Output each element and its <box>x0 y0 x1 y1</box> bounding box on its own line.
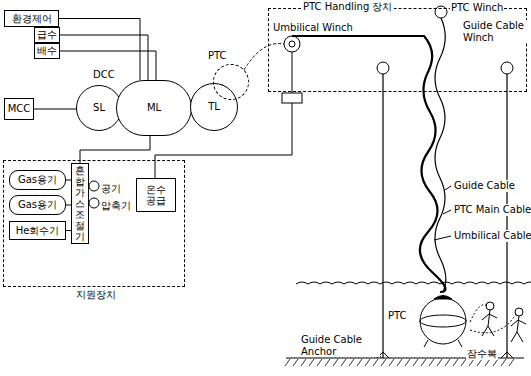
gas-cylinder: Gas용기 <box>9 170 66 190</box>
compressor-symbol <box>89 198 99 208</box>
guide-pulley <box>377 62 389 74</box>
part-label: Guide Cable Winch <box>462 20 528 43</box>
node-text: 급수 <box>37 29 57 41</box>
connector <box>60 35 148 80</box>
mixer-box: 혼합가스조절기 <box>71 163 89 244</box>
gas-cylinder: Gas용기 <box>9 195 66 215</box>
guide-pulley <box>501 62 513 74</box>
diver <box>470 302 526 342</box>
connector <box>59 19 140 81</box>
connector <box>60 51 156 80</box>
main-cable <box>435 18 446 292</box>
drum-hub <box>289 41 295 47</box>
part-label: Guide Cable <box>453 180 516 192</box>
umbilical-drum <box>284 36 300 52</box>
node-text: He회수기 <box>16 225 60 237</box>
ptc-capsule: PTC <box>386 290 478 348</box>
part-label: PTC Main Cable <box>453 204 531 216</box>
node-text: PTC Handling 장치 <box>301 1 394 13</box>
drum-support <box>292 52 293 93</box>
part-label: DCC <box>92 69 116 81</box>
node-text: 온수 공급 <box>139 184 173 207</box>
control-box: 급수 <box>34 27 60 43</box>
node-text: 배수 <box>37 45 57 57</box>
node-text: Gas용기 <box>18 199 57 211</box>
ptc-dashed-path <box>244 44 284 70</box>
umbilical-cable <box>292 36 445 292</box>
node-text: 혼합가스조절기 <box>75 165 85 242</box>
part-label: 공기 압축기 <box>100 180 134 214</box>
part-label: Guide Cable Anchor <box>300 334 380 357</box>
compressor-symbol <box>89 181 99 191</box>
umbilical-base <box>282 93 302 103</box>
part-label: PTC Winch <box>450 2 504 14</box>
node-text: 환경제어 <box>12 13 52 25</box>
connector <box>80 136 150 163</box>
control-box: 배수 <box>34 43 60 59</box>
connector <box>34 109 76 110</box>
part-label: Umbilical Cable <box>453 230 531 242</box>
node-text: 지원장치 <box>74 289 118 301</box>
part-label: Umbilical Winch <box>272 22 354 34</box>
capsule-shape <box>408 290 478 348</box>
recovery-box: He회수기 <box>9 221 66 240</box>
chamber: TL <box>190 83 238 131</box>
node-text: PTC <box>206 50 229 62</box>
seafloor-hatch <box>285 359 514 366</box>
hot-water-box: 온수 공급 <box>136 178 176 212</box>
control-box: 환경제어 <box>4 10 59 27</box>
ptc-capsule: PTC <box>213 64 249 100</box>
node-text: TL <box>208 101 220 113</box>
part-label: 잠수복 <box>466 348 498 360</box>
mcc-box: MCC <box>4 98 34 120</box>
node-text: Gas용기 <box>18 174 57 186</box>
support-region: 지원장치Gas용기Gas용기He회수기혼합가스조절기온수 공급 <box>3 160 185 287</box>
water-surface <box>296 282 531 284</box>
node-text: PTC <box>386 310 409 322</box>
leader-line <box>434 186 451 240</box>
chamber: ML <box>116 80 192 136</box>
node-text: ML <box>147 102 161 114</box>
node-text: MCC <box>8 103 31 115</box>
node-text: SL <box>93 102 105 114</box>
